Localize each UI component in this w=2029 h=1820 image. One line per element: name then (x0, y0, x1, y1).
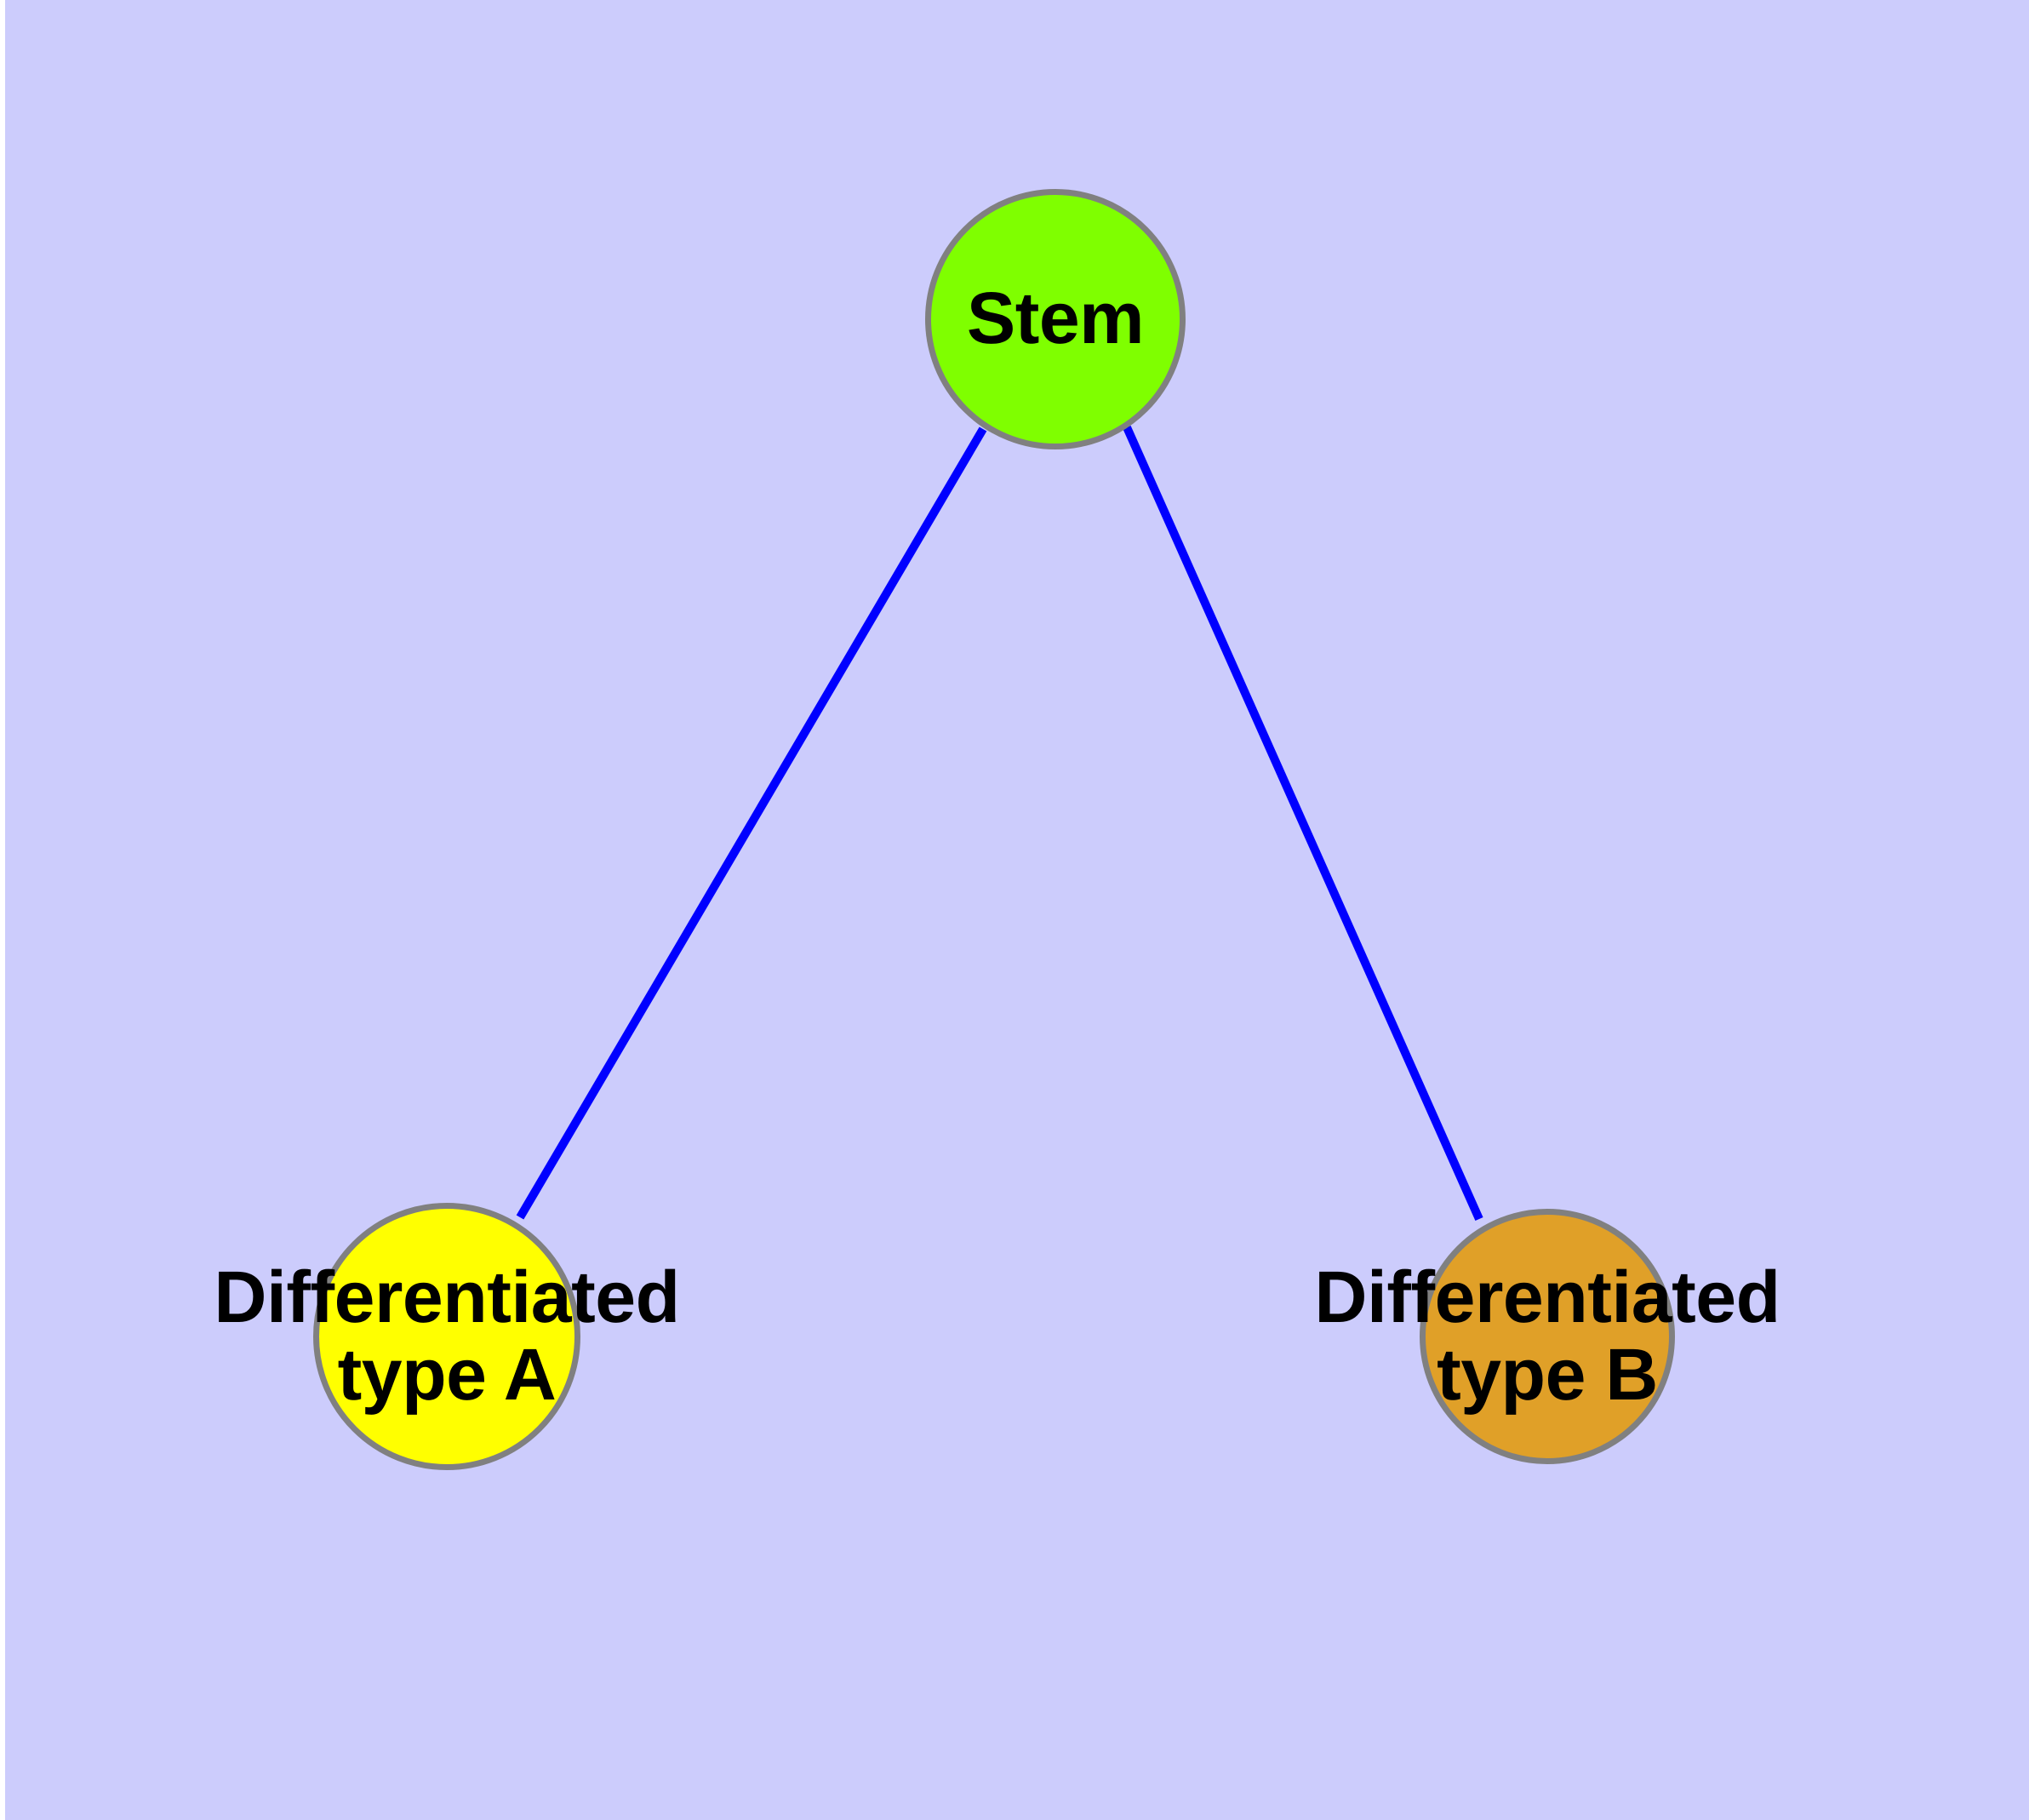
node-stem[interactable] (925, 189, 1186, 449)
node-differentiated-type-b[interactable] (1420, 1209, 1675, 1464)
node-differentiated-type-a[interactable] (313, 1203, 580, 1470)
